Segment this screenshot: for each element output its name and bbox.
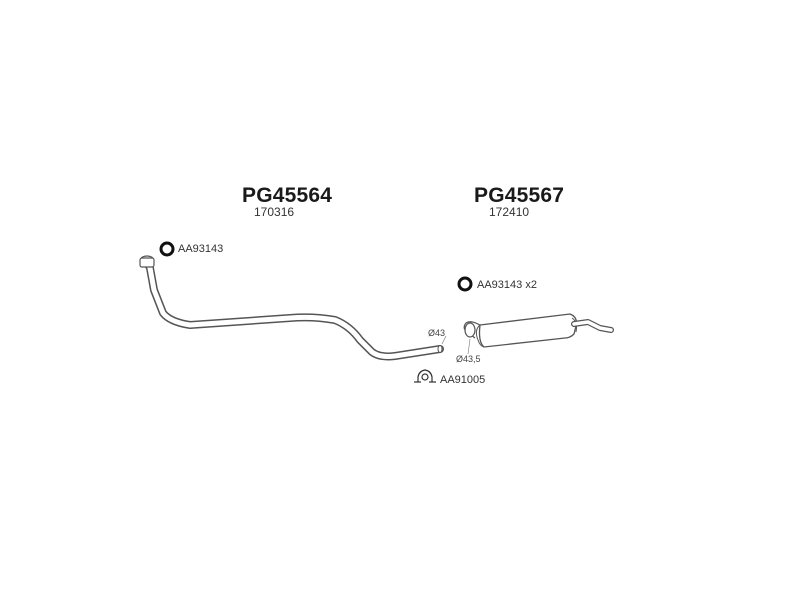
tailpipe — [571, 319, 614, 333]
accessory-label-ring-gasket-front: AA93143 — [178, 243, 224, 255]
part-code-rear-muffler: PG45567 — [474, 184, 565, 207]
dimension-label-front-pipe-outlet: Ø43 — [428, 328, 446, 338]
front-pipe-inlet-end — [139, 255, 155, 268]
ring-gasket-icon — [457, 276, 473, 292]
dimension-leaders — [441, 335, 471, 355]
front-pipe-outlet-end — [437, 345, 443, 353]
part-ref-rear-muffler: 172410 — [489, 205, 530, 219]
front-pipe — [143, 258, 444, 361]
part-ref-front-pipe: 170316 — [254, 205, 295, 219]
rear-muffler — [463, 313, 578, 348]
part-code-front-pipe: PG45564 — [242, 184, 333, 207]
dimension-label-muffler-inlet: Ø43,5 — [456, 354, 481, 364]
accessory-label-ring-gasket-rear: AA93143 x2 — [477, 279, 537, 291]
ring-gasket-icon — [159, 241, 175, 257]
pipe-clamp-icon — [414, 369, 436, 383]
accessory-label-clamp: AA91005 — [440, 374, 486, 386]
